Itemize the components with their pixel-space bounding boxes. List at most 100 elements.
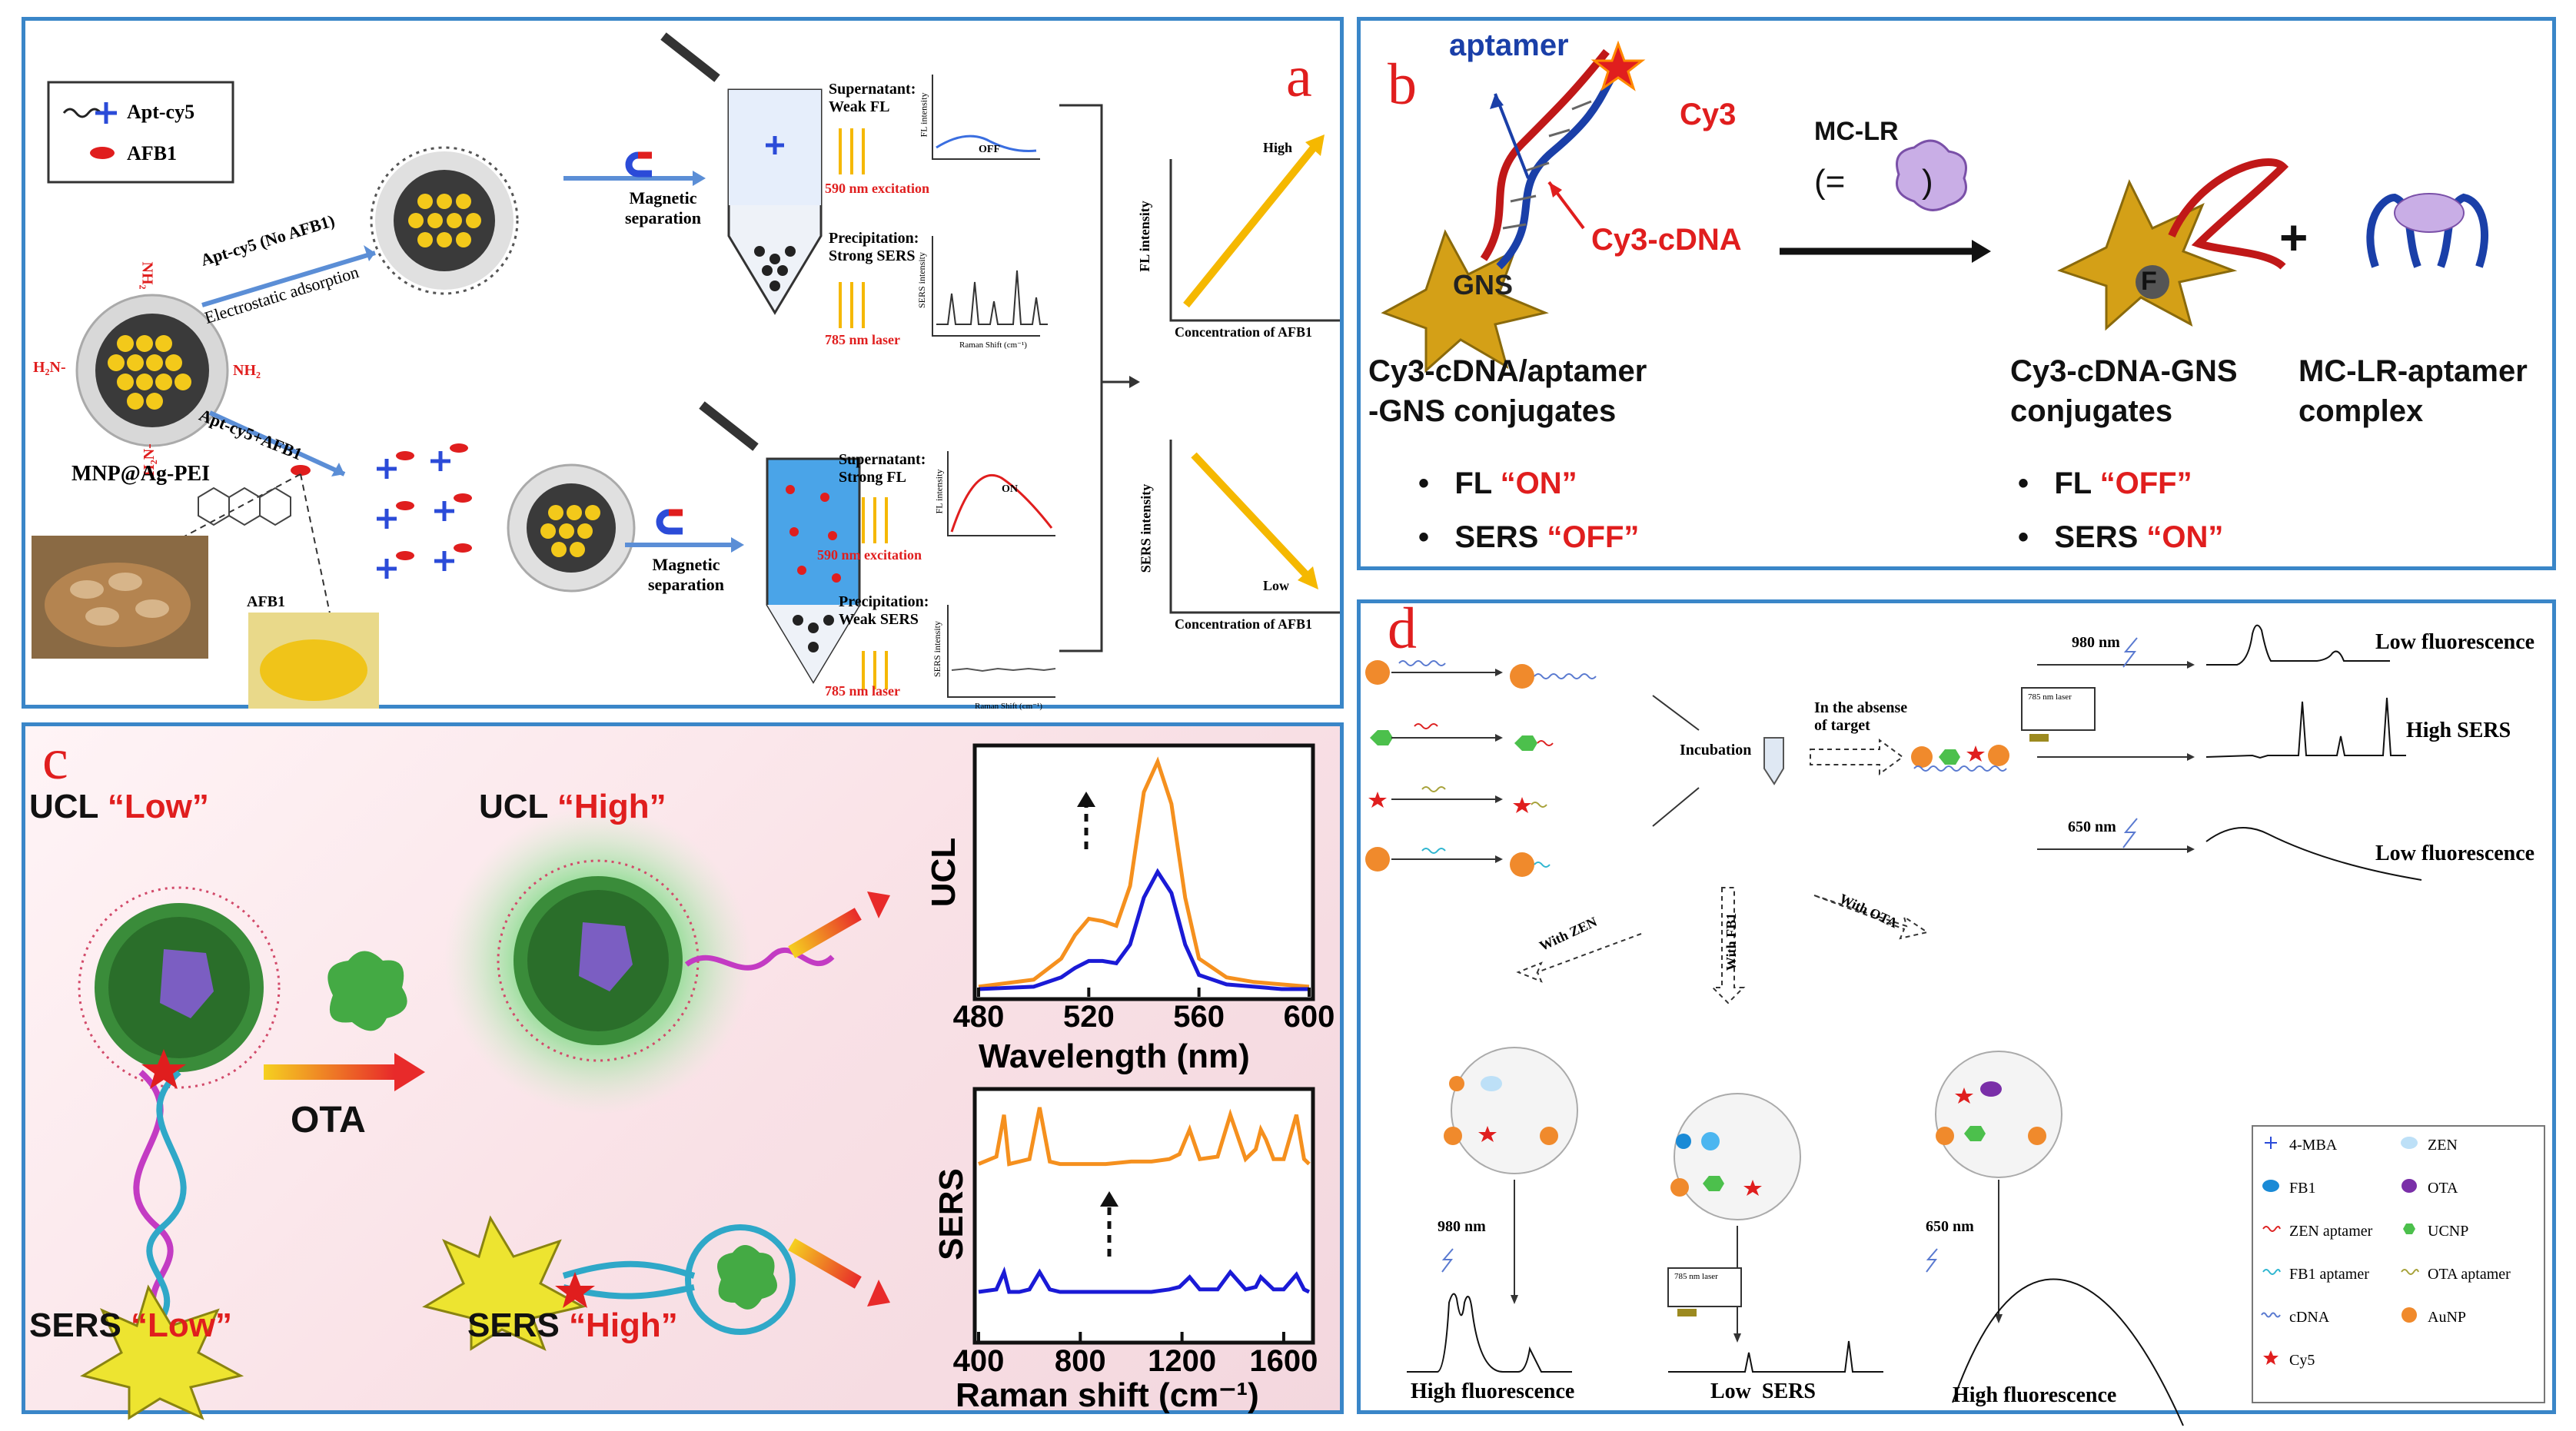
mid-conjugate-title: Cy3-cDNA-GNS conjugates — [2010, 354, 2238, 428]
bullet: • — [2018, 520, 2055, 554]
panel-c: c UCL “Low” UCL “High” OTA SERS “Low” SE… — [22, 722, 1344, 1420]
top-precipitation: Precipitation: Strong SERS — [829, 230, 919, 264]
ucl-low-state: “Low” — [107, 788, 209, 825]
nm650-bottom: 650 nm — [1926, 1218, 1974, 1235]
legend-label: AuNP — [2428, 1308, 2467, 1326]
legend-afb1: AFB1 — [127, 142, 177, 164]
bottom-laser: 785 nm laser — [825, 683, 900, 699]
sers-chart-tick-label: 400 — [952, 1344, 1005, 1378]
wave-cyan-icon — [2260, 1263, 2282, 1286]
mclr-label: MC-LR — [1814, 117, 1899, 146]
legend-label: ZEN — [2428, 1136, 2458, 1154]
mini-sers-axis-top: SERS intensity — [916, 251, 928, 309]
ucl-chart-tick-label: 520 — [1062, 1000, 1115, 1034]
top-fl-state: OFF — [979, 144, 1000, 155]
ucl-ylabel: UCL — [925, 837, 963, 908]
ucl-chart-series-1 — [978, 868, 1309, 991]
right-sers-item: • SERS “ON” — [2018, 520, 2223, 555]
cy3-cdna-label: Cy3-cDNA — [1591, 223, 1742, 257]
high-sers-label: High SERS — [2406, 719, 2511, 742]
sers-high-label: SERS “High” — [467, 1306, 678, 1345]
wave-olive-icon — [2398, 1263, 2420, 1286]
low-fluorescence-mid: Low fluorescence — [2375, 842, 2535, 865]
bottom-excitation: 590 nm excitation — [817, 547, 922, 563]
ucl-chart-tick-label: 480 — [952, 1000, 1005, 1034]
panel-c-letter: c — [42, 727, 68, 792]
panel-b-letter: b — [1388, 52, 1417, 117]
legend-item: FB1 — [2260, 1177, 2315, 1200]
ucl-xlabel: Wavelength (nm) — [979, 1038, 1250, 1075]
panel-d-letter: d — [1388, 596, 1417, 661]
sers-high-state: “High” — [569, 1306, 678, 1344]
ellipse-lightblue-icon — [2398, 1134, 2420, 1157]
amine-left: H₂N- — [33, 359, 66, 376]
plus-icon — [2260, 1134, 2282, 1157]
magnetic-separation-top: Magnetic separation — [625, 188, 701, 227]
trend-bottom-xlabel: Concentration of AFB1 — [1175, 616, 1312, 632]
sers-chart-series-0 — [978, 1107, 1311, 1167]
legend-item: UCNP — [2398, 1220, 2468, 1243]
sers-xlabel: Raman shift (cm⁻¹) — [956, 1376, 1259, 1414]
with-fb1-label: With FB1 — [1723, 912, 1740, 971]
sers-low-state: “Low” — [131, 1306, 233, 1344]
trend-top-tag: High — [1263, 140, 1293, 155]
trend-top-xlabel: Concentration of AFB1 — [1175, 324, 1312, 340]
ucl-high-state: “High” — [557, 788, 666, 825]
bullet: • — [1418, 466, 1455, 500]
legend-apt-cy5: Apt-cy5 — [127, 101, 195, 123]
legend-item: Cy5 — [2260, 1349, 2315, 1372]
ota-label: OTA — [291, 1100, 366, 1140]
legend-item: ZEN — [2398, 1134, 2458, 1157]
magnetic-separation-bottom: Magnetic separation — [648, 555, 724, 594]
cy3-label: Cy3 — [1680, 98, 1737, 131]
wave-red-icon — [2260, 1220, 2282, 1243]
left-fl-item: • FL “ON” — [1418, 466, 1577, 501]
sers-low-text: SERS — [29, 1306, 131, 1344]
right-fl-label: FL — [2054, 466, 2092, 500]
legend-item: OTA aptamer — [2398, 1263, 2511, 1286]
sers-chart — [977, 1107, 1311, 1341]
legend-label: OTA aptamer — [2428, 1265, 2511, 1283]
mclr-eq-open: (= — [1814, 163, 1846, 201]
sers-chart-tick-label: 1200 — [1148, 1344, 1217, 1378]
ucl-chart-series-0 — [978, 756, 1310, 989]
legend-item: ZEN aptamer — [2260, 1220, 2372, 1243]
trend-bottom-tag: Low — [1263, 578, 1290, 593]
laser-box-label: 785 nm laser — [1674, 1272, 1718, 1281]
panel-b-art — [1381, 40, 2488, 374]
afb1-structure-label: AFB1 — [247, 593, 285, 610]
ucl-chart-tick-label: 560 — [1173, 1000, 1225, 1034]
amine-top: NH₂ — [138, 261, 156, 290]
panel-c-art — [78, 743, 1315, 1420]
legend-label: Cy5 — [2289, 1351, 2315, 1369]
left-sers-item: • SERS “OFF” — [1418, 520, 1639, 555]
right-fl-item: • FL “OFF” — [2018, 466, 2192, 501]
sers-chart-tick-label: 1600 — [1249, 1344, 1318, 1378]
legend-item: cDNA — [2260, 1306, 2329, 1329]
low-sers-bottom: Low SERS — [1710, 1380, 1816, 1403]
incubation-label: Incubation — [1680, 742, 1752, 759]
blob-blue-icon — [2260, 1177, 2282, 1200]
top-supernatant: Supernatant: Weak FL — [829, 81, 916, 115]
left-sers-state: “OFF” — [1547, 520, 1640, 554]
mini-raman-axis-bottom: Raman Shift (cm⁻¹) — [975, 702, 1042, 711]
ucl-low-label: UCL “Low” — [29, 788, 209, 826]
top-laser: 785 nm laser — [825, 332, 900, 347]
panel-d-legend: 4-MBA ZEN FB1 OTA ZEN aptamer UCNP FB1 aptamer… — [2260, 1134, 2537, 1395]
legend-label: 4-MBA — [2289, 1136, 2338, 1154]
aptamer-label: aptamer — [1449, 28, 1569, 62]
mnp-label: MNP@Ag-PEI — [71, 462, 211, 486]
left-fl-state: “ON” — [1500, 466, 1577, 500]
high-fluorescence-bottom: High fluorescence — [1411, 1380, 1575, 1403]
amine-right: NH₂ — [233, 362, 261, 379]
panel-a-art — [32, 32, 1340, 709]
legend-item: OTA — [2398, 1177, 2458, 1200]
bottom-fl-state: ON — [1002, 483, 1018, 495]
plus-sign: + — [2279, 210, 2308, 265]
sers-high-text: SERS — [467, 1306, 570, 1344]
nm980-bottom: 980 nm — [1438, 1218, 1486, 1235]
legend-label: FB1 aptamer — [2289, 1265, 2369, 1283]
top-excitation: 590 nm excitation — [825, 181, 929, 196]
star-red-icon — [2260, 1349, 2282, 1372]
right-complex-title: MC-LR-aptamer complex — [2298, 354, 2528, 428]
